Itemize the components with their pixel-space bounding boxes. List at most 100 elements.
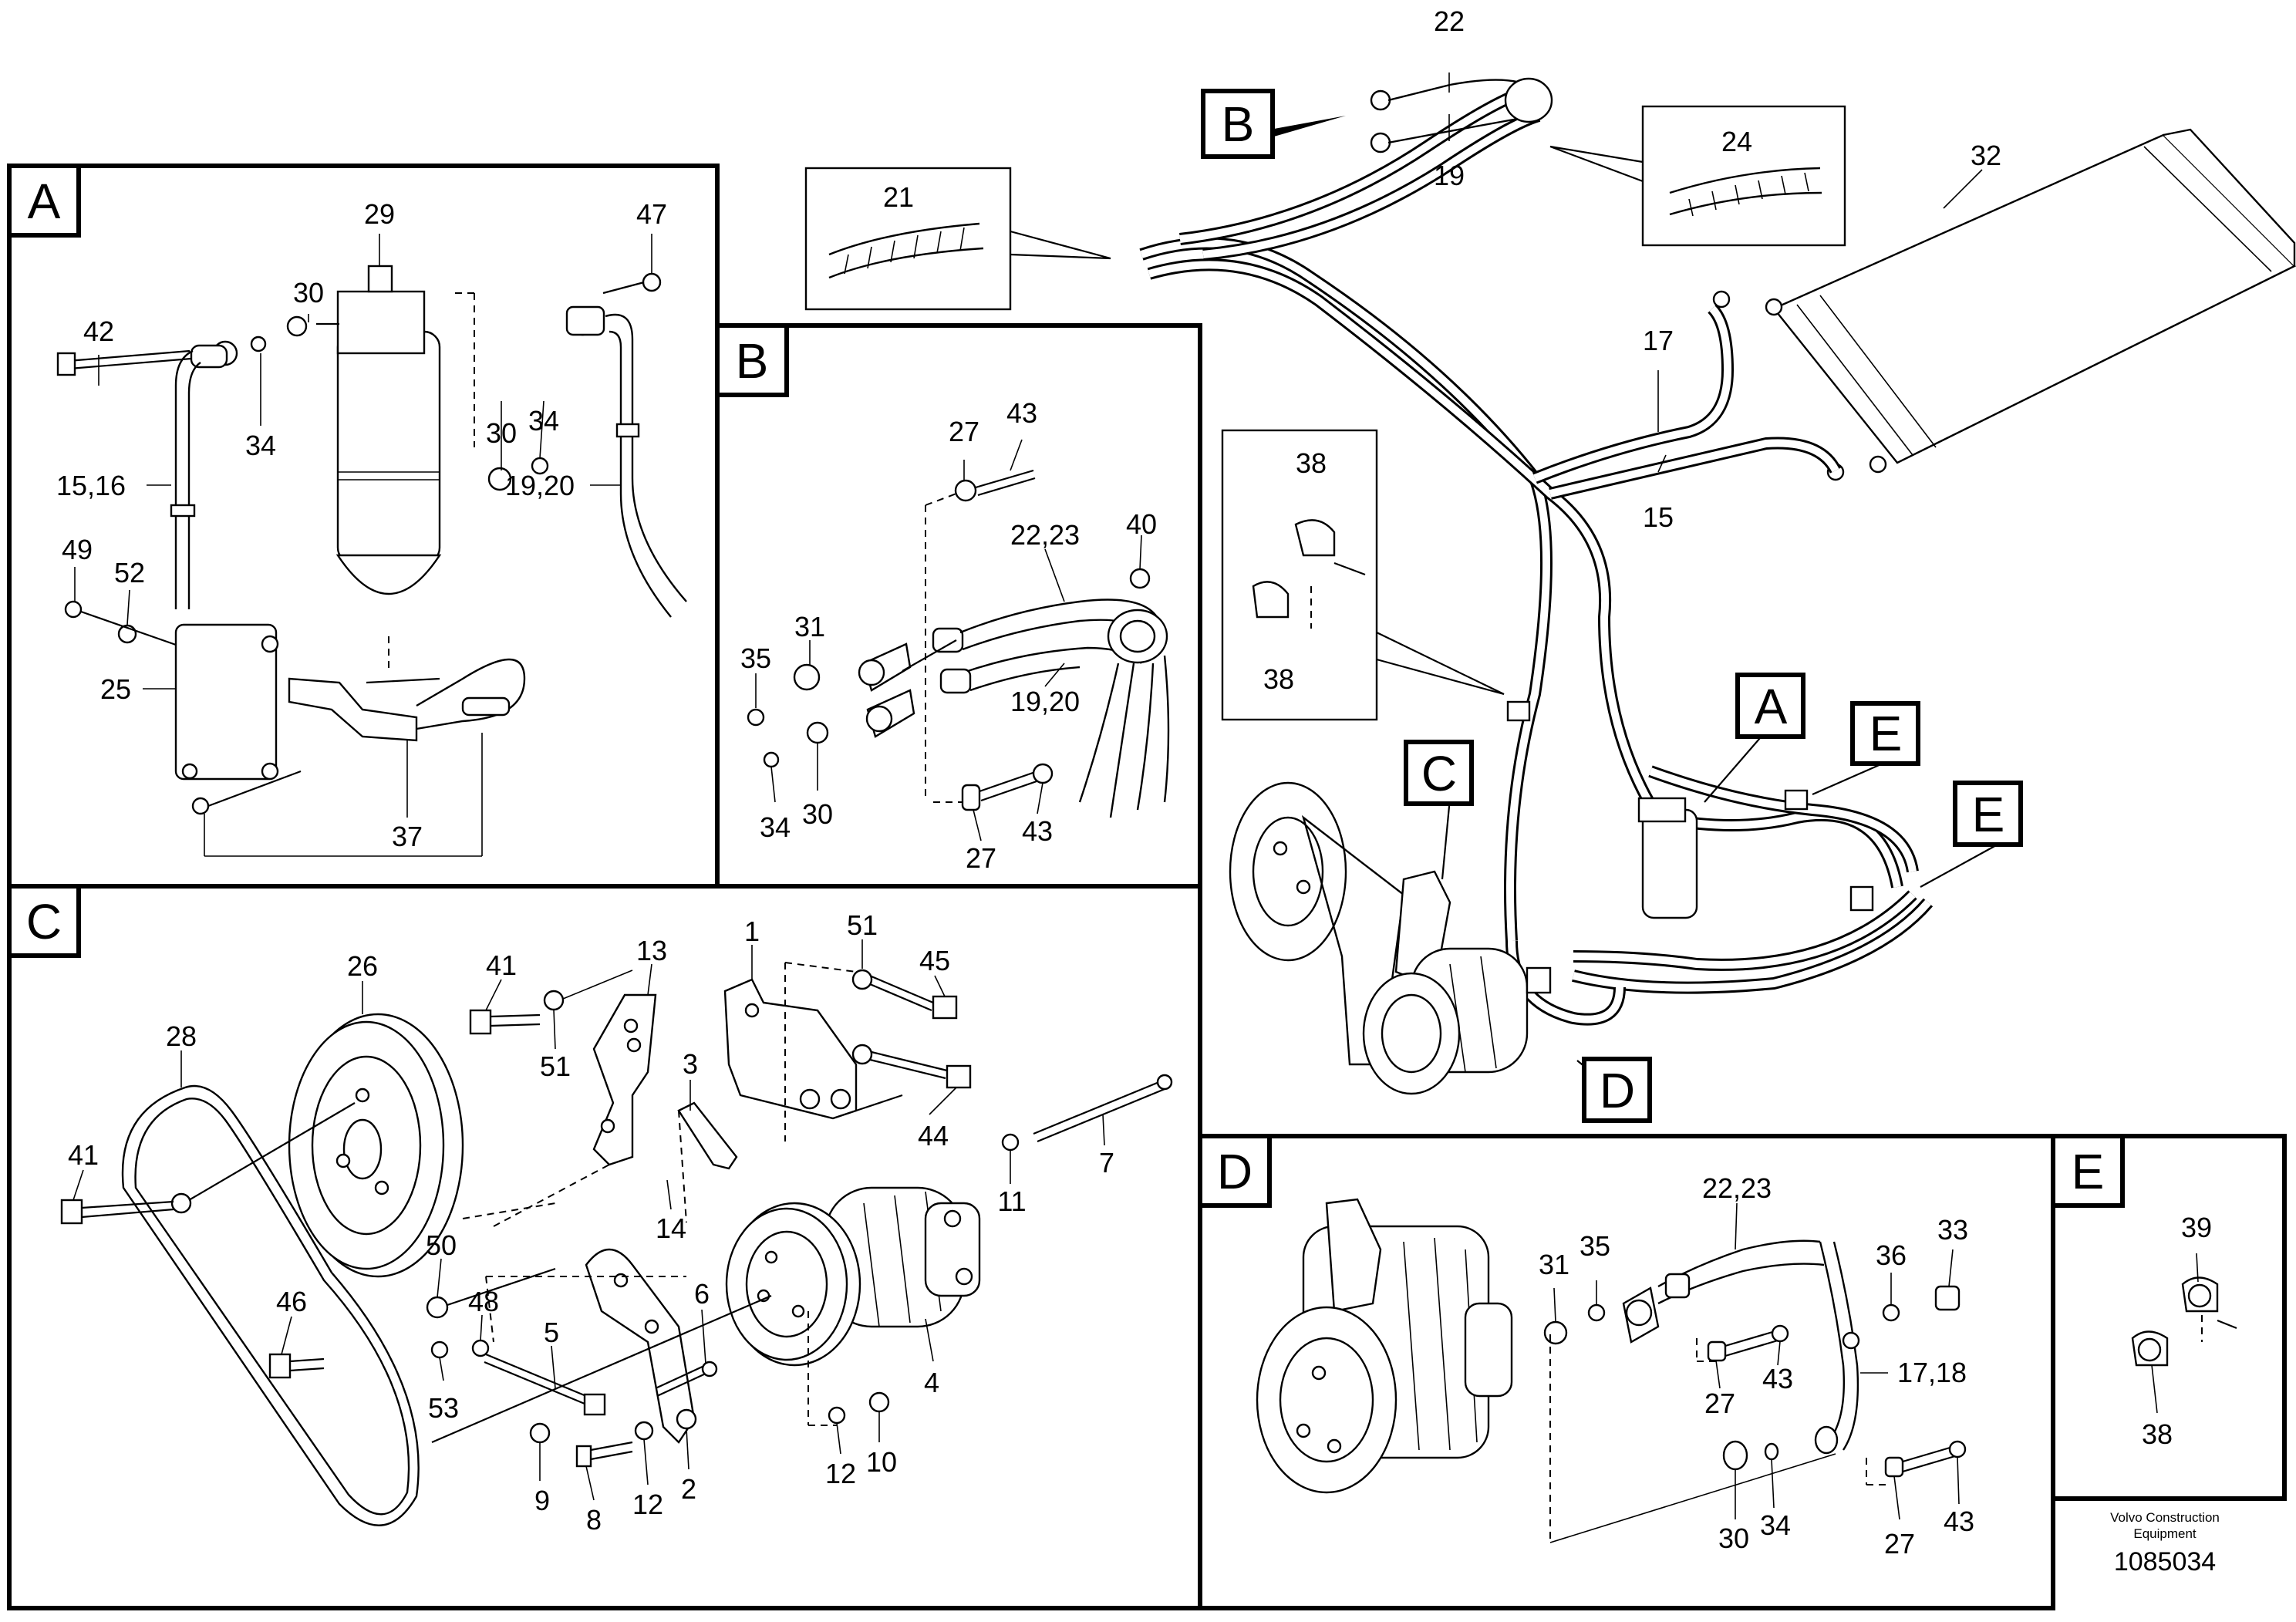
callout-25: 25 (100, 673, 131, 705)
panel-c-frame (7, 884, 1202, 1610)
callout-22-23: 22,23 (1010, 519, 1080, 551)
callout-19: 19 (1434, 160, 1465, 191)
callout-26: 26 (347, 950, 378, 982)
callout-29: 29 (364, 198, 395, 230)
callout-49: 49 (62, 534, 93, 565)
callout-4: 4 (924, 1367, 939, 1398)
callout-40: 40 (1126, 508, 1157, 540)
panel-b-drawing (747, 439, 1170, 841)
callout-51b: 51 (540, 1050, 571, 1082)
callout-27: 27 (949, 416, 979, 447)
callout-15: 15 (1643, 501, 1674, 533)
callout-44: 44 (918, 1120, 949, 1152)
overview-callouts: B A E E C D (1201, 89, 2023, 1123)
callout-3: 3 (683, 1048, 698, 1080)
panel-e-labels: 39 38 (2142, 1212, 2212, 1450)
callout-9: 9 (534, 1485, 550, 1516)
callout-42: 42 (83, 315, 114, 347)
callout-31b: 31 (1539, 1249, 1569, 1280)
brand-line-2: Equipment (2133, 1526, 2197, 1541)
callout-31: 31 (794, 611, 825, 642)
callout-11: 11 (997, 1185, 1026, 1217)
callout-19-20: 19,20 (505, 470, 575, 501)
callout-28: 28 (166, 1020, 197, 1052)
callout-36: 36 (1876, 1239, 1907, 1271)
overview-labels: 22 19 24 21 32 17 15 38 38 (883, 5, 2001, 695)
callout-46: 46 (276, 1286, 307, 1317)
overview-drawing (804, 73, 2296, 1096)
callout-43: 43 (1006, 397, 1037, 429)
drawing-footer: Volvo Construction Equipment 1085034 (2110, 1510, 2220, 1576)
callout-38b: 38 (1263, 663, 1294, 695)
callout-17: 17 (1643, 325, 1674, 356)
callout-1: 1 (744, 916, 760, 947)
callout-10: 10 (866, 1446, 897, 1478)
callout-43d: 43 (1944, 1506, 1974, 1537)
callout-7: 7 (1099, 1147, 1114, 1179)
callout-17-18: 17,18 (1897, 1357, 1967, 1388)
overview-callout-e2: E (1972, 787, 2005, 842)
panel-c-drawing (60, 939, 1173, 1526)
panel-a-drawing (56, 234, 687, 857)
callout-35: 35 (740, 642, 771, 674)
section-d-letter: D (1217, 1144, 1253, 1199)
section-e-letter: E (2072, 1144, 2105, 1199)
panel-c-labels: 26 41 13 1 51 45 28 51 3 44 41 14 7 11 5… (68, 909, 1114, 1536)
panel-e-drawing (2131, 1253, 2237, 1414)
callout-15-16: 15,16 (56, 470, 126, 501)
callout-19-20b: 19,20 (1010, 686, 1080, 717)
callout-52: 52 (114, 557, 145, 588)
callout-30c: 30 (802, 798, 833, 830)
callout-30: 30 (293, 277, 324, 309)
overview-callout-e1: E (1870, 706, 1903, 761)
callout-33: 33 (1937, 1214, 1968, 1246)
callout-2: 2 (681, 1473, 696, 1505)
callout-38: 38 (1296, 447, 1327, 479)
callout-27b: 27 (966, 842, 996, 874)
callout-30d: 30 (1718, 1523, 1749, 1554)
callout-48: 48 (468, 1286, 499, 1317)
callout-14: 14 (656, 1212, 686, 1244)
brand-line-1: Volvo Construction (2110, 1510, 2220, 1525)
callout-41b: 41 (68, 1139, 99, 1171)
callout-53: 53 (428, 1392, 459, 1424)
callout-41: 41 (486, 949, 517, 981)
panel-d-drawing (1256, 1198, 1967, 1543)
callout-27c: 27 (1704, 1388, 1735, 1419)
callout-34b: 34 (528, 405, 559, 437)
callout-35b: 35 (1580, 1230, 1610, 1262)
callout-5: 5 (544, 1317, 559, 1348)
callout-34c: 34 (760, 811, 791, 843)
callout-21: 21 (883, 181, 914, 213)
callout-32: 32 (1971, 140, 2001, 171)
callout-22-23b: 22,23 (1702, 1172, 1772, 1204)
section-c-letter: C (26, 894, 62, 949)
callout-12: 12 (632, 1489, 663, 1520)
panel-a-labels: 29 30 47 42 34 30 34 15,16 19,20 49 52 2… (56, 198, 667, 852)
callout-34: 34 (245, 430, 276, 461)
callout-12b: 12 (825, 1458, 856, 1489)
callout-50: 50 (426, 1229, 457, 1261)
callout-37: 37 (392, 821, 423, 852)
callout-30b: 30 (486, 417, 517, 449)
callout-47: 47 (636, 198, 667, 230)
panel-e-frame (2051, 1134, 2287, 1501)
callout-13: 13 (636, 935, 667, 966)
callout-39: 39 (2181, 1212, 2212, 1243)
section-a-letter: A (28, 174, 61, 229)
callout-22: 22 (1434, 5, 1465, 37)
overview-callout-b: B (1222, 96, 1255, 152)
callout-27d: 27 (1884, 1528, 1915, 1560)
overview-callout-d: D (1600, 1063, 1635, 1118)
callout-24: 24 (1721, 126, 1752, 157)
callout-45: 45 (919, 945, 950, 976)
section-b-letter: B (736, 333, 769, 389)
overview-callout-c: C (1421, 746, 1457, 801)
callout-43b: 43 (1022, 815, 1053, 847)
panel-b-labels: 27 43 40 22,23 31 35 19,20 34 30 27 43 (740, 397, 1157, 874)
drawing-id: 1085034 (2114, 1547, 2216, 1576)
callout-38c: 38 (2142, 1418, 2173, 1450)
panel-d-labels: 22,23 31 35 36 33 27 43 17,18 30 34 27 4… (1539, 1172, 1974, 1560)
callout-34d: 34 (1760, 1509, 1791, 1541)
